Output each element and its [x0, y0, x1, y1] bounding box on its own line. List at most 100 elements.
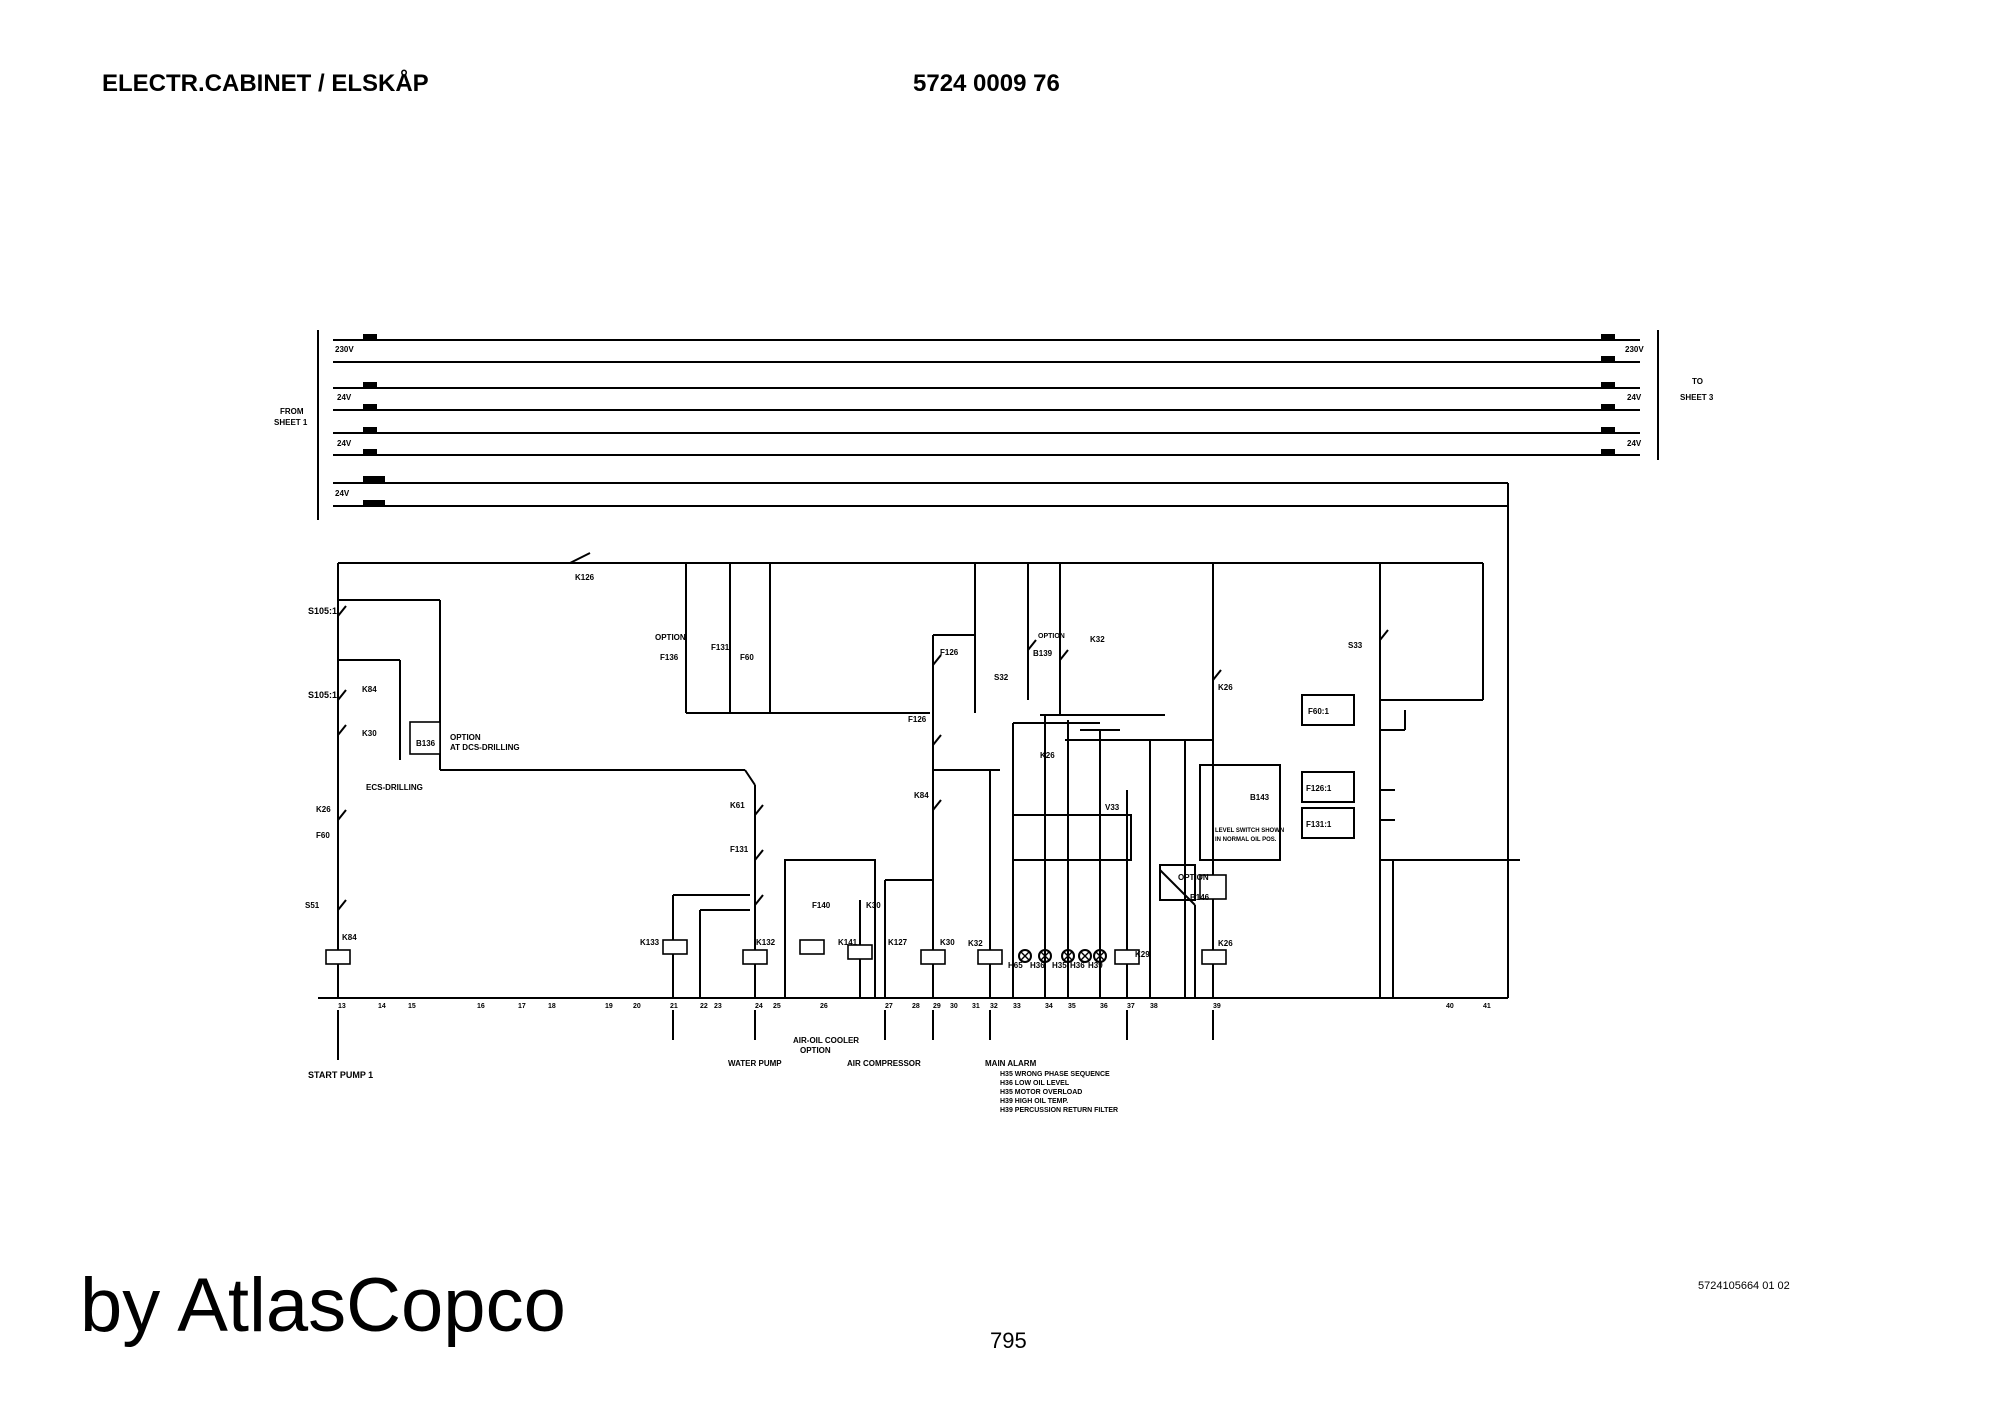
component-label: K26	[1218, 939, 1233, 948]
component-label: K26	[1040, 751, 1055, 760]
level-switch-box	[1199, 764, 1281, 861]
part-number: 5724 0009 76	[913, 70, 1060, 97]
component-label: K84	[914, 791, 929, 800]
component-label: K26	[316, 805, 331, 814]
component-label: F60	[740, 653, 754, 662]
component-label: K84	[362, 685, 377, 694]
component-label: S105:1	[308, 690, 337, 700]
main-alarm-line: H39 HIGH OIL TEMP.	[1000, 1098, 1068, 1105]
component-label: S32	[994, 673, 1009, 682]
line-number: 14	[378, 1003, 386, 1010]
control-wiring	[318, 562, 1520, 999]
bus-voltage-left-4: 24V	[335, 489, 350, 498]
option-dcs-label-2: AT DCS-DRILLING	[450, 743, 520, 752]
line-number: 21	[670, 1003, 678, 1010]
from-sheet-label-2: SHEET 1	[274, 418, 308, 427]
component-label: H39	[1088, 961, 1103, 970]
main-alarm-label: MAIN ALARM	[985, 1059, 1037, 1068]
main-alarm-line: H36 LOW OIL LEVEL	[1000, 1080, 1070, 1087]
line-number: 41	[1483, 1003, 1491, 1010]
component-label: K32	[1090, 635, 1105, 644]
air-oil-cooler-label-2: OPTION	[800, 1046, 831, 1055]
component-label: F131	[711, 643, 730, 652]
component-label: F126	[908, 715, 927, 724]
component-label: F60	[316, 831, 330, 840]
level-switch-note: LEVEL SWITCH SHOWN	[1215, 828, 1284, 834]
option-b146-box	[1159, 864, 1196, 901]
component-label: K132	[756, 938, 776, 947]
component-label: F126:1	[1306, 784, 1332, 793]
line-number: 34	[1045, 1003, 1053, 1010]
ecs-drilling-label: ECS-DRILLING	[366, 783, 423, 792]
line-number: 15	[408, 1003, 416, 1010]
indicator-lamps	[1018, 949, 1107, 963]
option-label-3: OPTION	[1178, 873, 1209, 882]
from-sheet-label: FROM	[280, 407, 304, 416]
component-label: K127	[888, 938, 908, 947]
line-number: 16	[477, 1003, 485, 1010]
main-alarm-line: H39 PERCUSSION RETURN FILTER	[1000, 1107, 1118, 1114]
component-label: S33	[1348, 641, 1363, 650]
option-label-2: OPTION	[1038, 633, 1065, 640]
main-alarm-line: H35 WRONG PHASE SEQUENCE	[1000, 1071, 1110, 1078]
line-number: 35	[1068, 1003, 1076, 1010]
option-dcs-label: OPTION	[450, 733, 481, 742]
component-label: K30	[866, 901, 881, 910]
to-sheet-label: TO	[1692, 377, 1703, 386]
document-reference: 5724105664 01 02	[1698, 1280, 1790, 1292]
line-number: 40	[1446, 1003, 1454, 1010]
component-label: B143	[1250, 793, 1270, 802]
air-oil-cooler-label: AIR-OIL COOLER	[793, 1036, 859, 1045]
component-label: F140	[812, 901, 831, 910]
bus-voltage-right-1: 230V	[1625, 345, 1644, 354]
component-label: H36	[1070, 961, 1085, 970]
line-number: 20	[633, 1003, 641, 1010]
component-label: K30	[940, 938, 955, 947]
component-label: V33	[1105, 803, 1120, 812]
fuse-monitor-f60	[1301, 694, 1355, 726]
fuse-monitor-f126	[1301, 771, 1355, 803]
component-label: F136	[660, 653, 679, 662]
component-label: K133	[640, 938, 660, 947]
line-number: 38	[1150, 1003, 1158, 1010]
output-connectors	[337, 1010, 1214, 1060]
line-number: 18	[548, 1003, 556, 1010]
line-number: 22	[700, 1003, 708, 1010]
contacts	[337, 552, 1389, 911]
water-pump-label: WATER PUMP	[728, 1059, 782, 1068]
component-label: H65	[1008, 961, 1023, 970]
line-number: 27	[885, 1003, 893, 1010]
component-label: K32	[968, 939, 983, 948]
line-number: 29	[933, 1003, 941, 1010]
bus-voltage-left-3: 24V	[337, 439, 352, 448]
bus-voltage-right-3: 24V	[1627, 439, 1642, 448]
line-number: 26	[820, 1003, 828, 1010]
line-number: 28	[912, 1003, 920, 1010]
component-label: K126	[575, 573, 595, 582]
component-label: F60:1	[1308, 707, 1329, 716]
line-number: 23	[714, 1003, 722, 1010]
line-number: 17	[518, 1003, 526, 1010]
component-label: S51	[305, 901, 320, 910]
brand-watermark: by AtlasCopco	[80, 1263, 566, 1348]
component-label: K26	[1218, 683, 1233, 692]
line-number: 13	[338, 1003, 346, 1010]
component-label: K141	[838, 938, 858, 947]
bus-voltage-left-2: 24V	[337, 393, 352, 402]
line-number: 24	[755, 1003, 763, 1010]
component-label: F131:1	[1306, 820, 1332, 829]
component-label: B139	[1033, 649, 1053, 658]
coils	[325, 721, 1227, 965]
power-bus	[317, 330, 1659, 998]
document-title: ELECTR.CABINET / ELSKÅP	[102, 70, 429, 97]
component-label: S105:1	[308, 606, 337, 616]
bus-voltage-left-1: 230V	[335, 345, 354, 354]
line-number: 33	[1013, 1003, 1021, 1010]
bus-voltage-right-2: 24V	[1627, 393, 1642, 402]
line-number: 36	[1100, 1003, 1108, 1010]
line-number: 32	[990, 1003, 998, 1010]
start-pump-label: START PUMP 1	[308, 1070, 373, 1080]
air-compressor-label: AIR COMPRESSOR	[847, 1059, 921, 1068]
component-label: K30	[362, 729, 377, 738]
